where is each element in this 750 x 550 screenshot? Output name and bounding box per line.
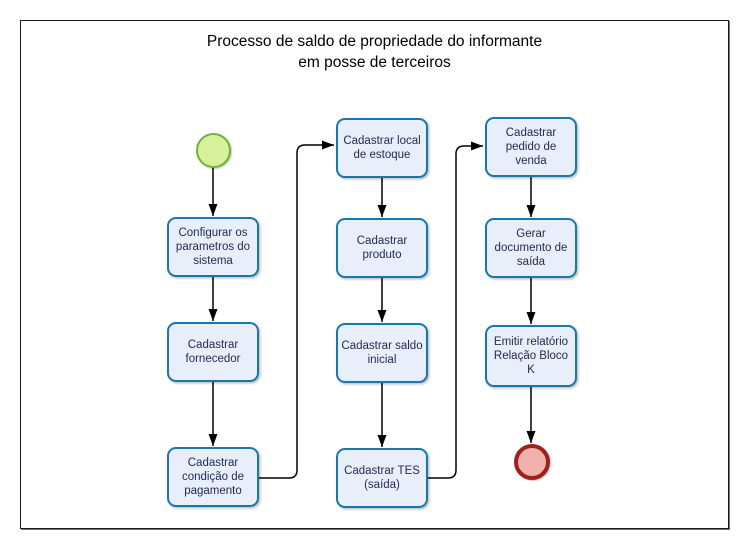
connector-tes-to-pedido-venda <box>428 141 483 479</box>
diagram-border <box>20 20 729 529</box>
task-label-line: documento de <box>494 242 568 254</box>
task-cadastrar-saldo-inicial: Cadastrar saldo inicial <box>336 323 428 383</box>
task-label-line: sistema <box>193 255 233 267</box>
diagram-title: Processo de saldo de propriedade do info… <box>20 31 729 73</box>
task-label-line: Emitir relatório <box>493 336 569 348</box>
diagram-title-line2: em posse de terceiros <box>298 54 451 71</box>
task-cadastrar-fornecedor: Cadastrar fornecedor <box>167 322 259 382</box>
task-label-line: parametros do <box>175 241 251 253</box>
start-event-circle <box>196 133 231 168</box>
task-cadastrar-produto: Cadastrar produto <box>336 218 428 278</box>
task-label-line: venda <box>515 155 547 167</box>
task-label-line: saída <box>516 256 546 268</box>
task-cadastrar-condicao-pagamento: Cadastrar condição de pagamento <box>167 447 259 507</box>
end-event-circle <box>514 444 550 480</box>
task-label-line: Cadastrar saldo <box>341 340 423 352</box>
task-label-line: pagamento <box>184 485 242 497</box>
task-label-line: pedido de <box>505 141 557 153</box>
connector-condicao-to-local-estoque <box>259 140 334 479</box>
task-label-line: Gerar <box>516 228 546 240</box>
task-label-line: Configurar os <box>178 227 248 239</box>
task-label-line: Cadastrar <box>187 457 239 469</box>
task-cadastrar-pedido-venda: Cadastrar pedido de venda <box>485 117 577 177</box>
task-label-line: condição de <box>181 471 245 483</box>
task-label-line: fornecedor <box>185 353 241 365</box>
task-label-line: Cadastrar <box>505 127 557 139</box>
diagram-title-line1: Processo de saldo de propriedade do info… <box>206 33 543 50</box>
task-gerar-documento-saida: Gerar documento de saída <box>485 218 577 278</box>
task-label-line: Cadastrar <box>356 235 408 247</box>
task-label-line: K <box>527 364 535 376</box>
task-label-line: de estoque <box>353 149 411 161</box>
task-cadastrar-tes-saida: Cadastrar TES (saída) <box>336 448 428 508</box>
task-configurar-parametros: Configurar os parametros do sistema <box>167 217 259 277</box>
task-emitir-relatorio-bloco-k: Emitir relatório Relação Bloco K <box>485 325 577 387</box>
task-label-line: Cadastrar <box>187 339 239 351</box>
task-label-line: Cadastrar local <box>343 135 421 147</box>
task-label-line: produto <box>362 249 402 261</box>
task-label-line: (saída) <box>364 479 400 491</box>
task-label-line: inicial <box>367 354 397 366</box>
task-cadastrar-local-estoque: Cadastrar local de estoque <box>336 118 428 178</box>
task-label-line: Relação Bloco <box>493 350 569 362</box>
task-label-line: Cadastrar TES <box>344 465 420 477</box>
